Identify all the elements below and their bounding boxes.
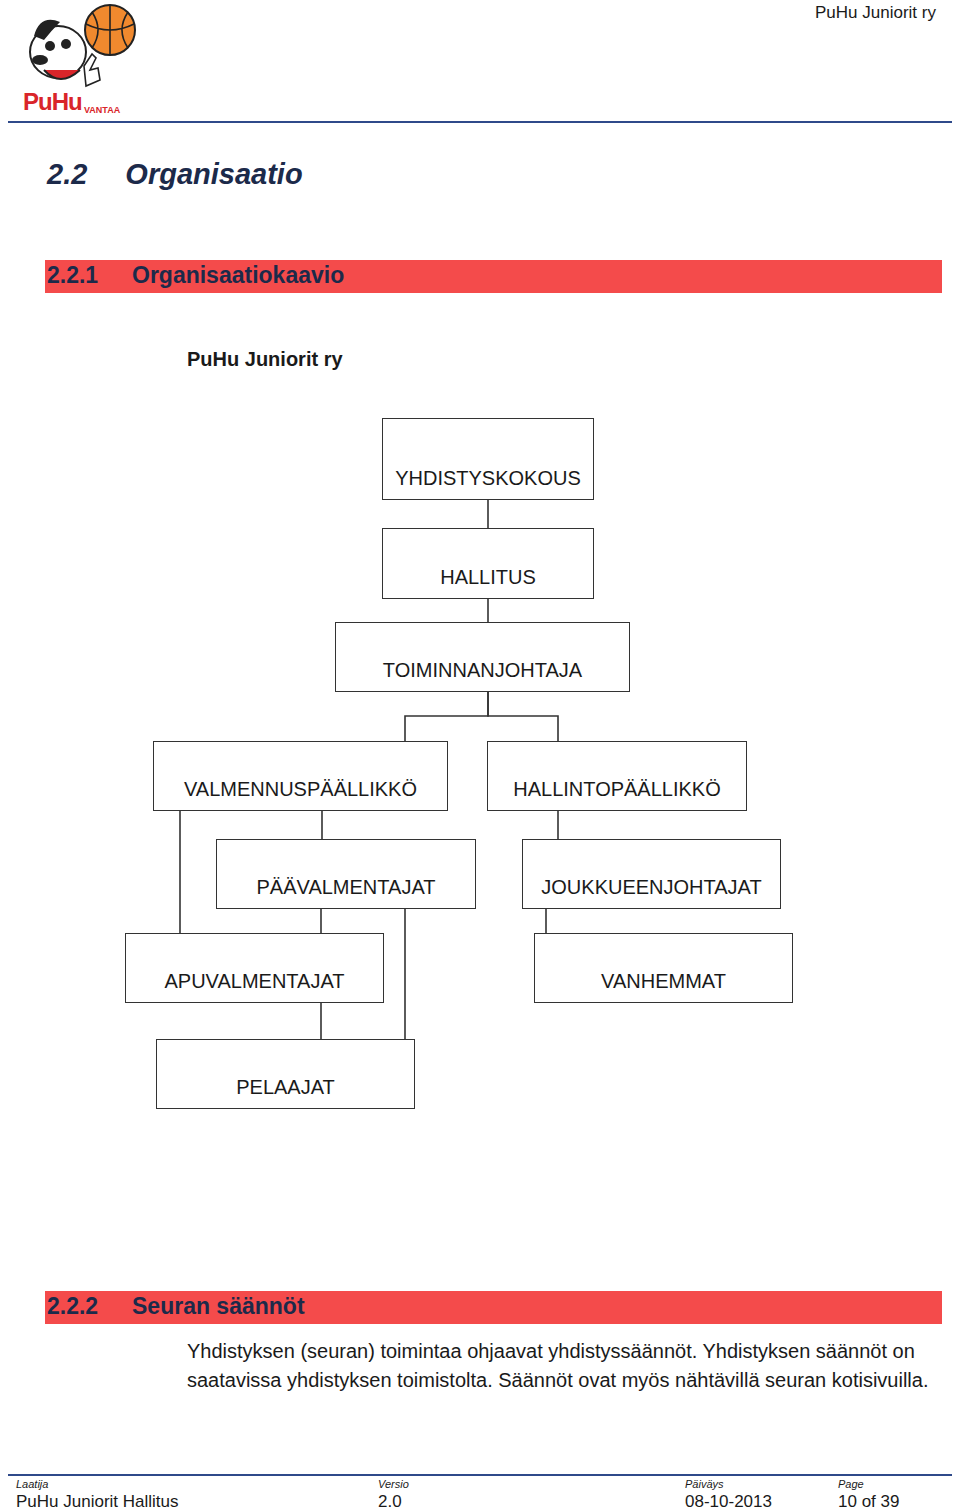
org-box: PELAAJAT <box>156 1039 415 1109</box>
footer-field: Versio <box>378 1478 409 1490</box>
role-name: YHDISTYSKOKOUS <box>395 467 581 490</box>
footer-value: PuHu Juniorit Hallitus <box>16 1492 179 1512</box>
org-box: JOUKKUEENJOHTAJAT <box>522 839 781 909</box>
footer-field: Page <box>838 1478 864 1490</box>
role-name: PELAAJAT <box>236 1076 335 1099</box>
org-box: YHDISTYSKOKOUS <box>382 418 594 500</box>
org-connector <box>487 500 489 528</box>
org-box: TOIMINNANJOHTAJA <box>335 622 630 692</box>
body-text: Yhdistyksen (seuran) toimintaa ohjaavat … <box>187 1337 937 1395</box>
role-name: APUVALMENTAJAT <box>164 970 344 993</box>
role-name: PÄÄVALMENTAJAT <box>257 876 436 899</box>
section-title: 2.2 Organisaatio <box>47 158 303 191</box>
org-connector <box>321 811 323 839</box>
footer-field: Laatija <box>16 1478 48 1490</box>
role-name: HALLINTOPÄÄLLIKKÖ <box>513 778 721 801</box>
org-box: VANHEMMAT <box>534 933 793 1003</box>
role-name: VANHEMMAT <box>601 970 726 993</box>
section-band: 2.2.1 Organisaatiokaavio <box>45 260 942 293</box>
logo-text: VANTAA <box>84 105 120 115</box>
section-heading: 2.2.2 <box>47 1293 98 1320</box>
chart-caption: PuHu Juniorit ry <box>187 348 343 371</box>
role-name: TOIMINNANJOHTAJA <box>383 659 582 682</box>
org-connector <box>320 1003 322 1039</box>
role-name: VALMENNUSPÄÄLLIKKÖ <box>184 778 417 801</box>
org-connector <box>545 909 547 933</box>
org-connector <box>488 692 558 741</box>
org-box: VALMENNUSPÄÄLLIKKÖ <box>153 741 448 811</box>
section-band: 2.2.2 Seuran säännöt <box>45 1291 942 1324</box>
club-logo <box>30 5 135 86</box>
section-heading: Seuran säännöt <box>132 1293 305 1320</box>
section-heading: Organisaatiokaavio <box>132 262 344 289</box>
org-connector <box>557 811 559 839</box>
logo-text: PuHu <box>23 88 82 116</box>
org-box: HALLITUS <box>382 528 594 599</box>
footer-value: 2.0 <box>378 1492 402 1512</box>
org-box: PÄÄVALMENTAJAT <box>216 839 476 909</box>
org-connector <box>320 909 322 933</box>
org-connector <box>487 599 489 622</box>
org-connector <box>179 811 181 933</box>
role-name: HALLITUS <box>440 566 536 589</box>
footer-rule <box>8 1474 952 1476</box>
org-connector <box>405 692 488 741</box>
footer-value: 08-10-2013 <box>685 1492 772 1512</box>
footer-field: Päiväys <box>685 1478 724 1490</box>
header-text: PuHu Juniorit ry <box>815 3 936 23</box>
org-box: HALLINTOPÄÄLLIKKÖ <box>487 741 747 811</box>
org-connector <box>404 909 406 1039</box>
footer-value: 10 of 39 <box>838 1492 899 1512</box>
section-heading: 2.2.1 <box>47 262 98 289</box>
role-name: JOUKKUEENJOHTAJAT <box>541 876 761 899</box>
org-box: APUVALMENTAJAT <box>125 933 384 1003</box>
header-rule <box>8 121 952 123</box>
